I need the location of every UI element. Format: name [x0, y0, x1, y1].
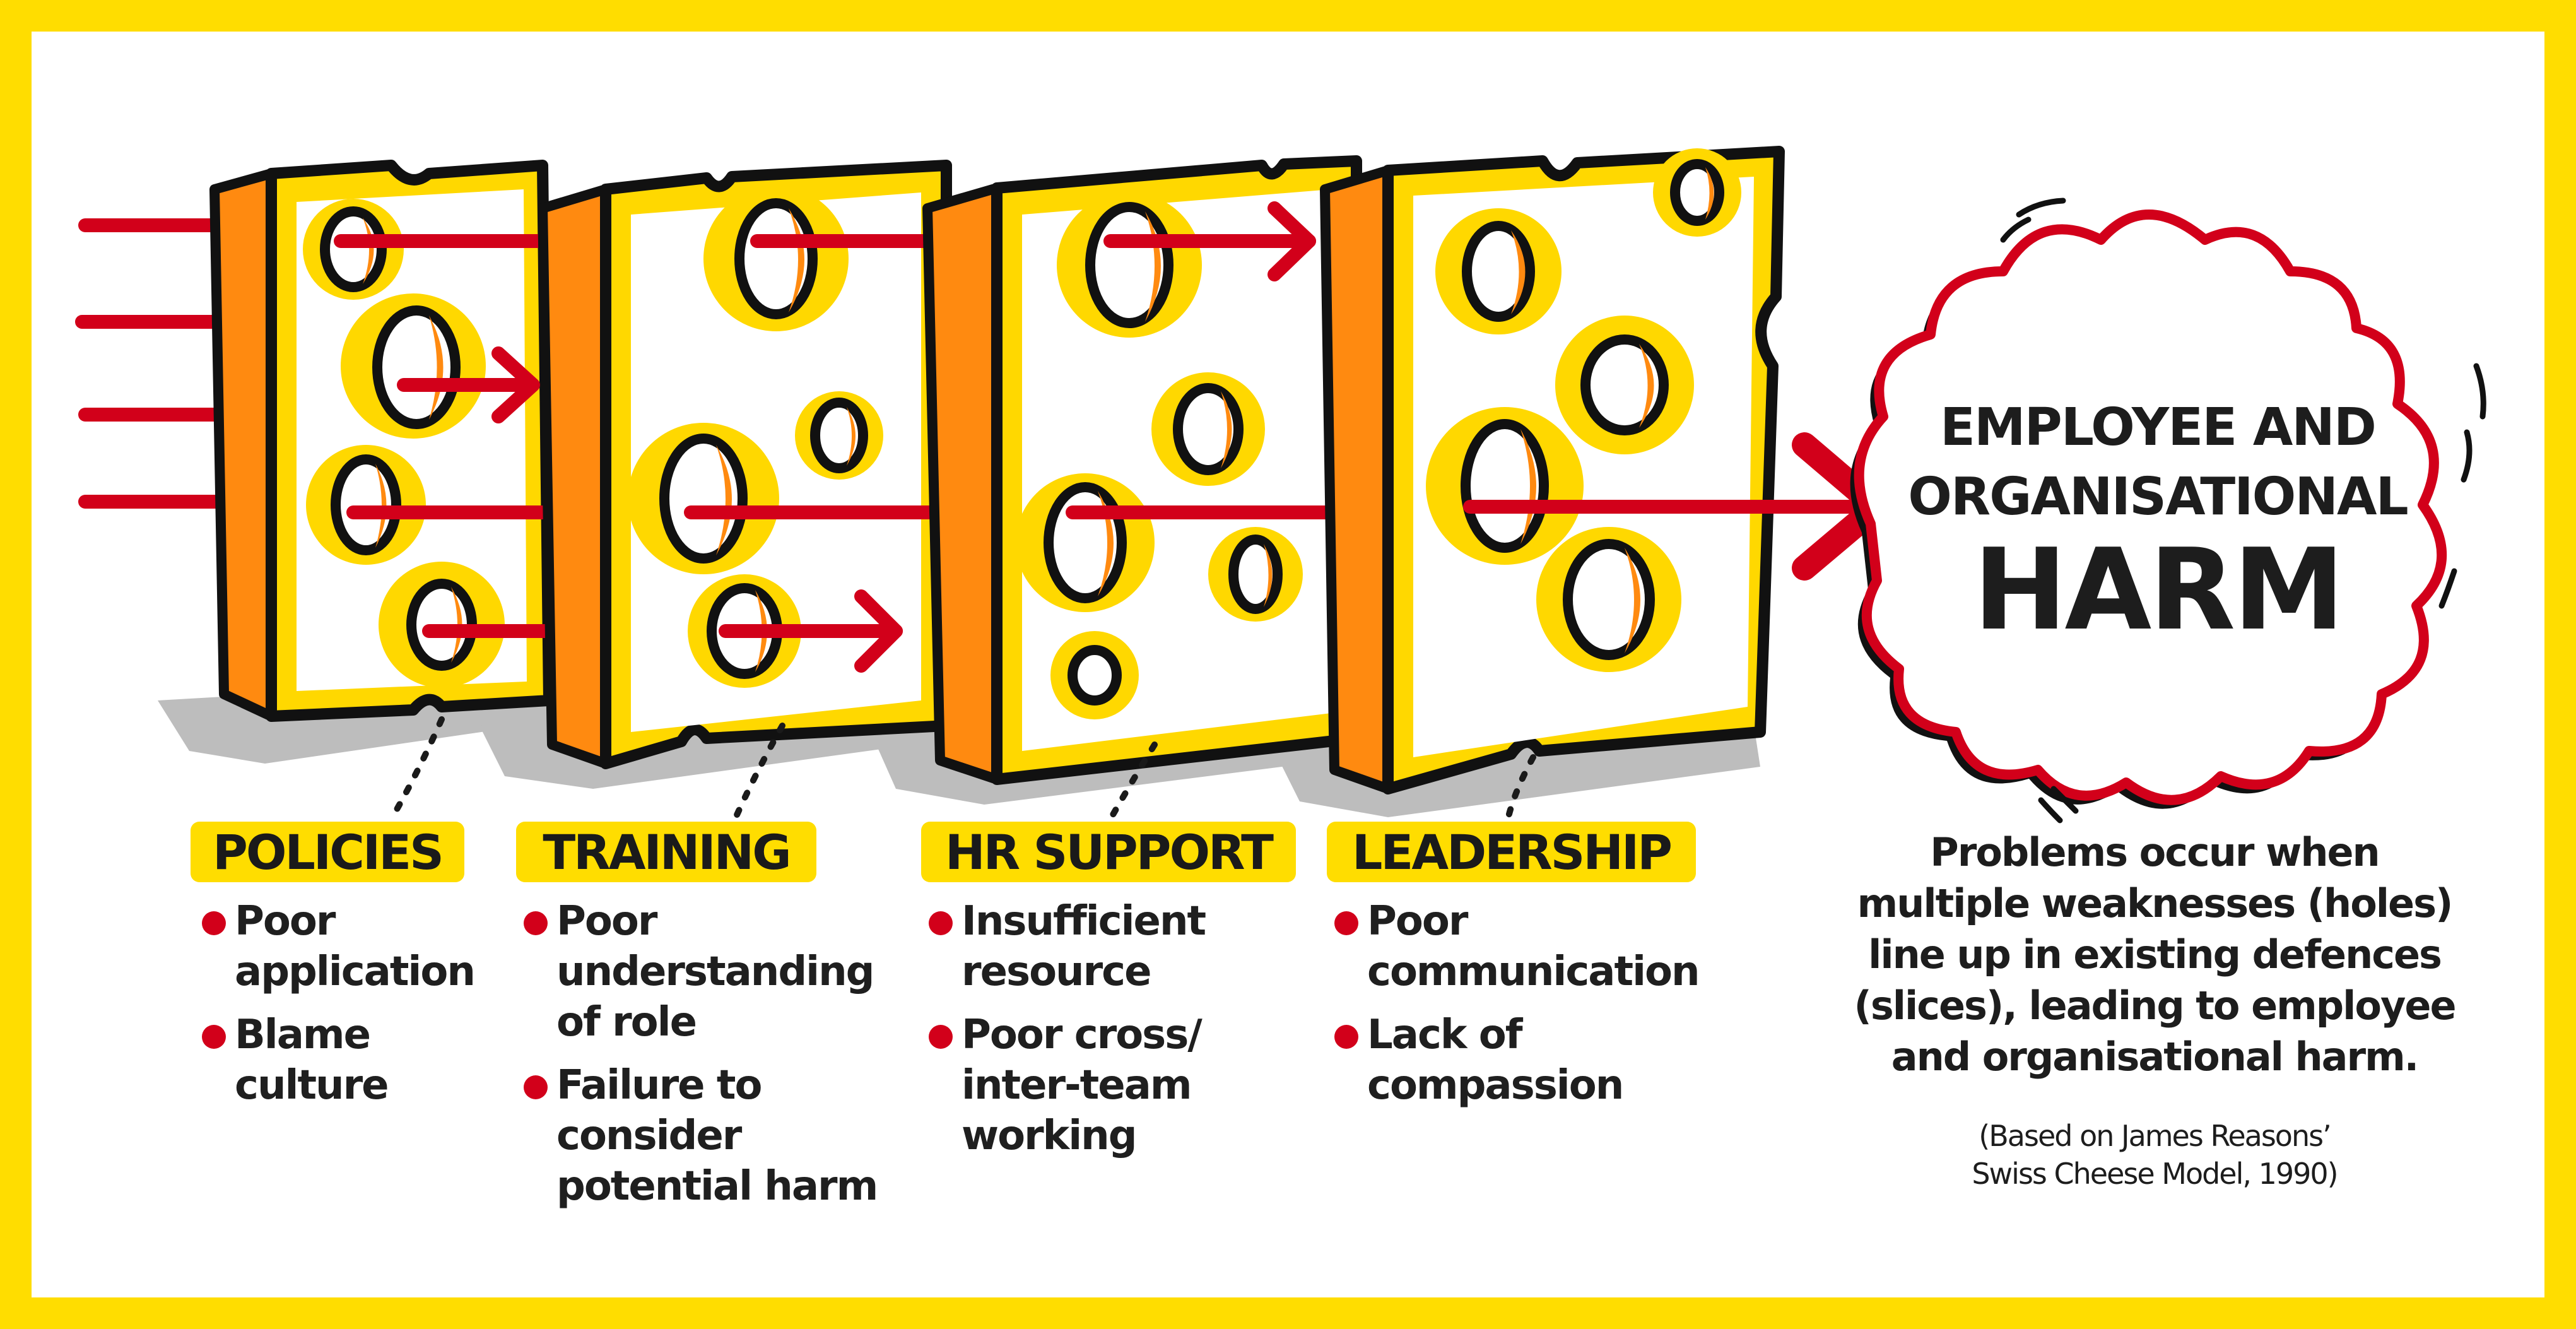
- bullet-dot-icon: [524, 1075, 548, 1099]
- outcome-line-3: HARM: [1973, 524, 2345, 655]
- bullet-dot-icon: [929, 911, 953, 935]
- bullet-dot-icon: [524, 911, 548, 935]
- outcome-line-1: EMPLOYEE AND: [1940, 398, 2377, 458]
- harm-cloud-icon: [1850, 198, 2486, 824]
- label-policies: POLICIES: [191, 822, 464, 882]
- bullet-dot-icon: [929, 1025, 953, 1049]
- list-item: Poor communication: [1328, 896, 1700, 997]
- bullet-dot-icon: [1334, 1025, 1358, 1049]
- cheese-slice-leadership-icon: [1320, 146, 1785, 794]
- training-list: Poor understanding of role Failure to co…: [517, 896, 878, 1212]
- cheese-slice-training-icon: [538, 160, 952, 769]
- hr-support-list: Insufficient resource Poor cross/ inter-…: [922, 896, 1206, 1161]
- list-item: Poor cross/ inter-team working: [922, 1010, 1205, 1161]
- red-arrow-segments-2: [684, 234, 941, 673]
- label-hr-support-text: HR SUPPORT: [945, 824, 1274, 880]
- bullet-dot-icon: [202, 911, 226, 935]
- red-arrow-segments-3: [1066, 201, 1338, 519]
- bullet-dot-icon: [1334, 911, 1358, 935]
- red-arrow-segments-1: [334, 234, 556, 638]
- list-item: Failure to consider potential harm: [517, 1060, 878, 1212]
- leadership-list: Poor communication Lack of compassion: [1328, 896, 1700, 1111]
- label-training: TRAINING: [516, 822, 816, 882]
- label-leadership-text: LEADERSHIP: [1351, 824, 1673, 880]
- dotted-connectors: [388, 716, 1536, 822]
- list-item: Poor understanding of role: [517, 896, 877, 1048]
- list-item: Insufficient resource: [922, 896, 1206, 997]
- red-arrow-lines-back: [75, 218, 225, 509]
- label-training-text: TRAINING: [543, 824, 791, 880]
- bullet-dot-icon: [202, 1025, 226, 1049]
- label-leadership: LEADERSHIP: [1327, 822, 1696, 882]
- model-citation: (Based on James Reasons’ Swiss Cheese Mo…: [1972, 1119, 2338, 1191]
- policies-list: Poor application Blame culture: [196, 896, 476, 1111]
- cheese-slice-policies-icon: [209, 160, 555, 722]
- list-item: Lack of compassion: [1328, 1010, 1699, 1111]
- label-policies-text: POLICIES: [213, 824, 444, 880]
- outcome-line-2: ORGANISATIONAL: [1908, 467, 2408, 527]
- label-hr-support: HR SUPPORT: [921, 822, 1296, 882]
- model-summary: Problems occur when multiple weaknesses …: [1854, 829, 2456, 1080]
- list-item: Blame culture: [196, 1010, 474, 1111]
- list-item: Poor application: [196, 896, 476, 997]
